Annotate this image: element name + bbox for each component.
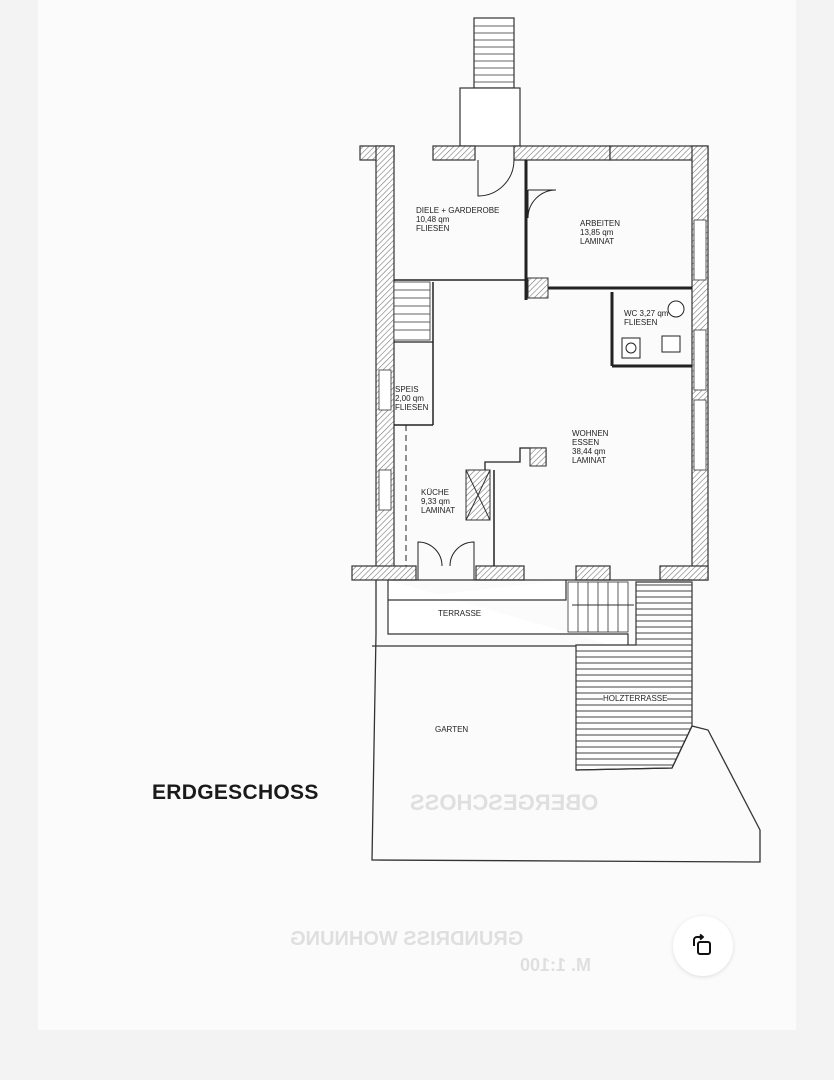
room-label-garten: GARTEN [435, 725, 469, 734]
terrasse-area [387, 580, 629, 650]
interior-stairs [393, 281, 431, 341]
column [527, 277, 549, 299]
room-label-diele: DIELE + GARDEROBE 10,48 qm FLIESEN [416, 206, 500, 233]
rotate-button[interactable] [673, 916, 733, 976]
wc-fixtures [621, 300, 685, 359]
windows [378, 219, 707, 511]
room-label-arbeiten: ARBEITEN 13,85 qm LAMINAT [580, 219, 621, 246]
column [529, 447, 547, 467]
floorplan-sheet [38, 0, 796, 1030]
room-label-kueche: KÜCHE 9,33 qm LAMINAT [421, 488, 456, 515]
terrace-steps [567, 581, 634, 633]
room-label-wohnen: WOHNEN ESSEN 38,44 qm LAMINAT [572, 429, 609, 465]
rotate-icon [693, 933, 711, 955]
floor-title: ERDGESCHOSS [152, 781, 319, 804]
exterior-walls [351, 145, 709, 581]
room-label-wc: WC 3,27 qm FLIESEN [624, 309, 669, 327]
room-label-speis: SPEIS 2,00 qm FLIESEN [395, 385, 429, 412]
room-label-terrasse: TERRASSE [438, 609, 482, 618]
doors [417, 159, 557, 580]
garden-outline [371, 580, 761, 863]
entrance-stairs [459, 17, 521, 147]
room-label-holzterrasse: HOLZTERRASSE [603, 694, 668, 703]
